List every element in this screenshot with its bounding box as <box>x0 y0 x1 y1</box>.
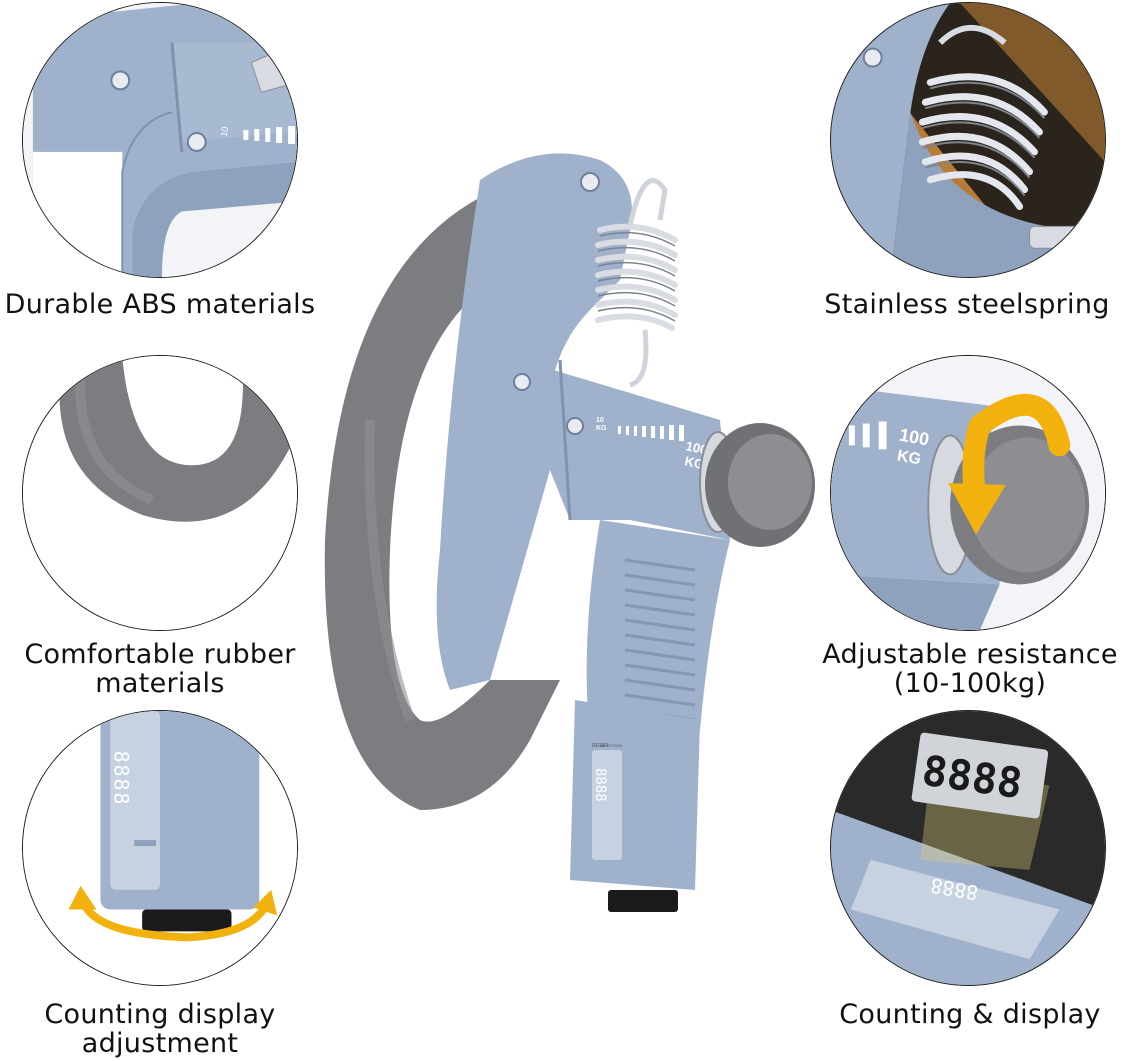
resistance-caption-line2: (10-100kg) <box>893 668 1047 699</box>
hand-grip-image: 10 KG 100 KG <box>324 153 815 912</box>
resistance-caption-line1: Adjustable resistance <box>822 639 1118 670</box>
rubber-caption: Comfortable rubber materials <box>0 640 320 698</box>
rotate-arrow-icon <box>68 885 278 942</box>
counting-adjust-detail-image: 8888 <box>23 711 297 985</box>
resistance-scale-unit: KG <box>896 447 922 468</box>
steel-spring <box>595 223 678 331</box>
rubber-caption-line2: materials <box>95 668 225 699</box>
spring-detail-circle <box>830 2 1106 278</box>
spring-caption: Stainless steelspring <box>812 290 1122 319</box>
abs-detail-circle: 10 <box>22 2 298 278</box>
rubber-handle <box>324 190 560 810</box>
svg-text:10: 10 <box>219 126 231 138</box>
rubber-detail-image <box>23 356 297 630</box>
counting-adjust-detail-circle: 8888 <box>22 710 298 986</box>
hand-grip-product: 10 KG 100 KG <box>300 120 830 930</box>
counting-adjust-caption-line2: adjustment <box>81 1028 239 1059</box>
counting-adjust-caption: Counting display adjustment <box>0 1000 320 1058</box>
resistance-detail-circle: 100 KG <box>830 355 1106 631</box>
scale-min-label: 10 <box>596 417 604 424</box>
rubber-caption-line1: Comfortable rubber <box>24 639 296 670</box>
counter-housing <box>570 700 700 890</box>
reset-label: RESET <box>592 743 609 749</box>
arm-frame <box>520 360 730 540</box>
counting-adjust-digits-a: 8888 <box>109 751 132 807</box>
abs-caption-text: Durable ABS materials <box>4 289 316 320</box>
counting-detail-circle: 8888 8888 <box>830 710 1106 986</box>
grip-body <box>586 520 730 753</box>
spring-detail-image <box>831 3 1105 277</box>
counter-digits: 8888 <box>592 768 608 802</box>
resistance-detail-image: 100 KG <box>831 356 1105 630</box>
resistance-caption: Adjustable resistance (10-100kg) <box>810 640 1123 698</box>
scale-min-unit: KG <box>596 425 607 432</box>
counting-caption-text: Counting & display <box>839 999 1101 1030</box>
upper-frame <box>436 153 632 691</box>
rubber-detail-circle <box>22 355 298 631</box>
counter-display <box>592 750 622 860</box>
counting-caption: Counting & display <box>810 1000 1123 1029</box>
spring-caption-text: Stainless steelspring <box>824 289 1110 320</box>
adjust-arrow-icon <box>948 393 1071 535</box>
counting-adjust-caption-line1: Counting display <box>44 999 276 1030</box>
abs-detail-image: 10 <box>23 3 297 277</box>
direction-label: DIRECTION <box>600 743 622 748</box>
abs-caption: Durable ABS materials <box>0 290 320 319</box>
counter-base <box>608 890 678 912</box>
counting-detail-image: 8888 8888 <box>831 711 1105 985</box>
resistance-scale <box>618 425 684 441</box>
